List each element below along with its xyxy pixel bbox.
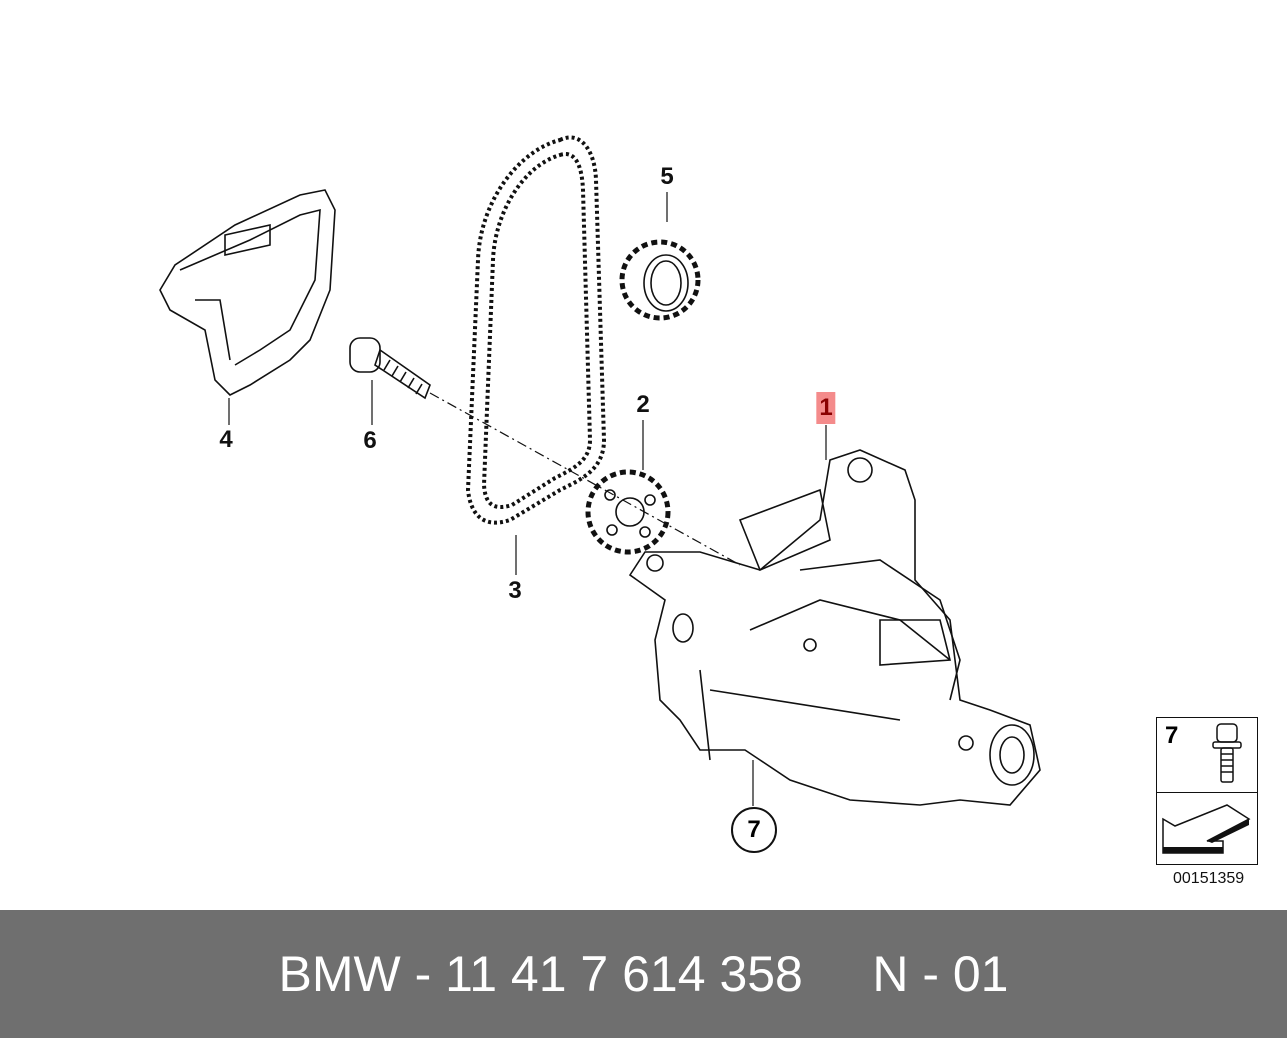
callout-6[interactable]: 6 (363, 427, 377, 454)
part-number-text: BMW - 11 41 7 614 358 N - 01 (278, 946, 1009, 1002)
sprocket-upper (619, 239, 701, 321)
timing-chain (465, 135, 607, 525)
leader-lines (228, 192, 827, 806)
callout-7-circled[interactable]: 7 (731, 807, 777, 853)
bolt (349, 337, 431, 400)
oil-pump (628, 449, 1041, 806)
callout-1-highlighted[interactable]: 1 (816, 392, 836, 424)
footer-bar: BMW - 11 41 7 614 358 N - 01 (0, 910, 1287, 1038)
callout-2[interactable]: 2 (636, 391, 650, 418)
chain-guide (159, 189, 336, 396)
legend-number: 7 (1165, 722, 1179, 749)
parts-diagram (159, 135, 1041, 806)
document-number: 00151359 (1173, 870, 1245, 887)
callout-3[interactable]: 3 (508, 577, 522, 604)
arrow-icon (1162, 804, 1251, 854)
callout-4[interactable]: 4 (219, 426, 233, 453)
bolt-icon (1212, 723, 1242, 783)
callout-5[interactable]: 5 (660, 163, 674, 190)
sprocket-lower (585, 469, 671, 555)
legend-box: 7 (1156, 717, 1258, 865)
